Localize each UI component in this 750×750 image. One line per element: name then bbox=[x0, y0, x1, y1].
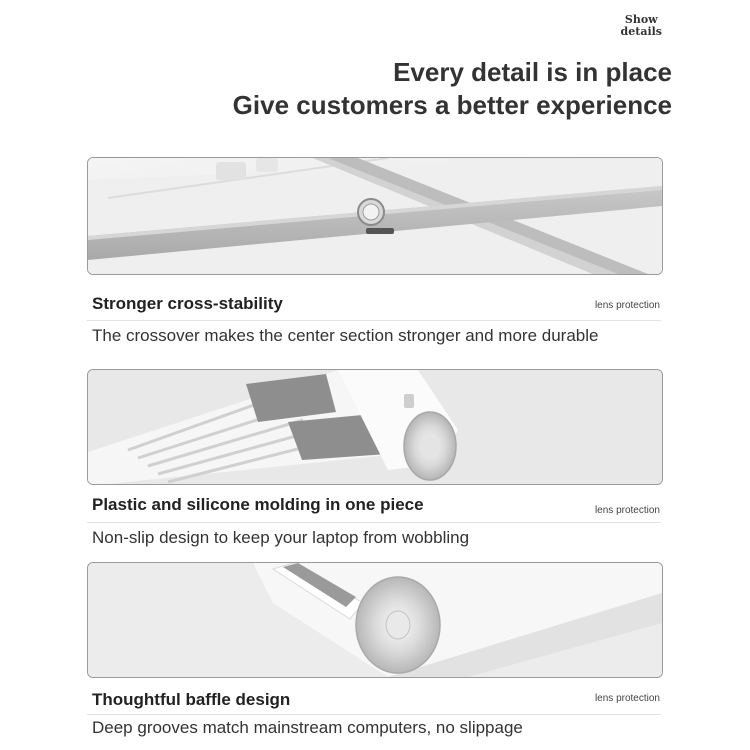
section-3-title: Thoughtful baffle design bbox=[92, 690, 291, 709]
section-1-title: Stronger cross-stability bbox=[92, 294, 283, 313]
page-heading: Every detail is in place Give customers … bbox=[233, 56, 672, 122]
section-2-title: Plastic and silicone molding in one piec… bbox=[92, 495, 424, 514]
section-2-divider bbox=[87, 522, 661, 523]
silicone-pad-closeup-photo bbox=[87, 369, 663, 485]
section-1-divider bbox=[87, 320, 661, 321]
section-1-note: lens protection bbox=[594, 300, 660, 311]
badge-line-2: details bbox=[620, 25, 662, 38]
section-2-description: Non-slip design to keep your laptop from… bbox=[92, 528, 470, 547]
section-2-note: lens protection bbox=[594, 505, 660, 516]
show-details-badge: Show details bbox=[621, 14, 662, 38]
section-3-description: Deep grooves match mainstream computers,… bbox=[92, 718, 523, 737]
heading-line-2: Give customers a better experience bbox=[232, 90, 672, 120]
heading-line-1: Every detail is in place bbox=[393, 57, 672, 87]
crossbar-closeup-photo bbox=[87, 157, 663, 275]
section-1-description: The crossover makes the center section s… bbox=[92, 326, 599, 345]
baffle-hinge-closeup-photo bbox=[87, 562, 663, 678]
badge-line-1: Show bbox=[624, 13, 658, 26]
section-3-divider bbox=[87, 714, 661, 715]
section-3-note: lens protection bbox=[594, 693, 660, 704]
